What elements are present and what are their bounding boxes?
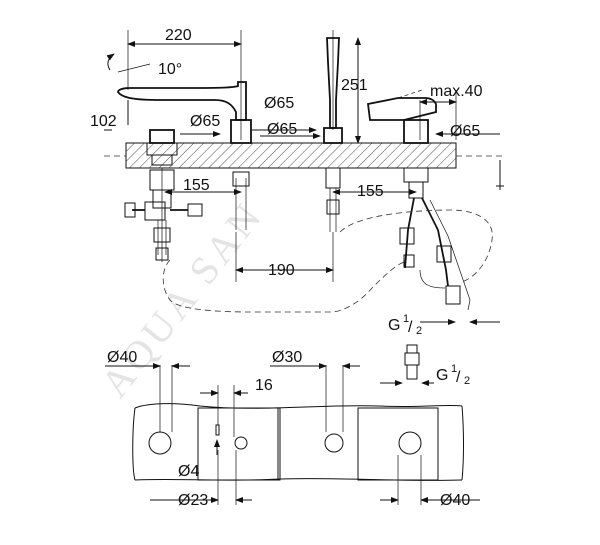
dim-hose-spacing: 190 — [268, 262, 295, 279]
thread-label-2: G 1 / 2 — [436, 363, 470, 387]
thread-2-den: 2 — [464, 375, 470, 387]
valve-body-left — [144, 129, 178, 262]
dim-hole-d40-right: Ø40 — [440, 492, 470, 509]
dim-slot-width: 16 — [255, 377, 273, 394]
dim-small-hole: Ø4 — [178, 463, 199, 480]
dim-spout-width: 220 — [165, 27, 192, 44]
dim-mixer-escutcheon: Ø65 — [450, 123, 480, 140]
mounting-holes — [148, 424, 422, 455]
deck-plan — [132, 403, 464, 481]
hose-routing — [162, 209, 493, 313]
dimension-lines-top — [104, 37, 504, 325]
bath-spout — [117, 81, 252, 144]
dim-spout-angle: 10° — [158, 61, 182, 78]
thread-2-slash: / — [456, 369, 461, 386]
dim-shower-escutcheon: Ø65 — [267, 121, 297, 138]
dim-hole-d40-left: Ø40 — [107, 349, 137, 366]
connector-fitting — [380, 344, 434, 386]
dim-lever-travel: max.40 — [430, 83, 483, 100]
dim-hand-shower-height: 251 — [341, 77, 368, 94]
deck-section — [104, 142, 506, 169]
thread-1-main: G — [388, 317, 400, 334]
dim-spacing-left: 155 — [183, 177, 210, 194]
thread-2-num: 1 — [451, 363, 457, 375]
center-lines — [127, 30, 457, 140]
dim-spout-escutcheon: Ø65 — [264, 95, 294, 112]
supply-hoses-left — [124, 171, 250, 261]
thread-1-num: 1 — [403, 313, 409, 325]
thread-2-main: G — [436, 367, 448, 384]
dim-d23: Ø23 — [178, 492, 208, 509]
dimension-lines-bottom — [105, 363, 480, 505]
dim-valve-escutcheon: Ø65 — [190, 113, 220, 130]
dim-spacing-right: 155 — [357, 183, 384, 200]
dim-hole-d30: Ø30 — [272, 349, 302, 366]
thread-label-1: G 1 / 2 — [388, 313, 422, 337]
dim-spout-height: 102 — [90, 113, 117, 130]
thread-1-den: 2 — [416, 325, 422, 337]
hand-shower — [323, 37, 343, 232]
watermark-text: AQUA SAN — [92, 192, 272, 405]
thread-1-slash: / — [408, 319, 413, 336]
supply-hoses-right — [399, 197, 471, 311]
